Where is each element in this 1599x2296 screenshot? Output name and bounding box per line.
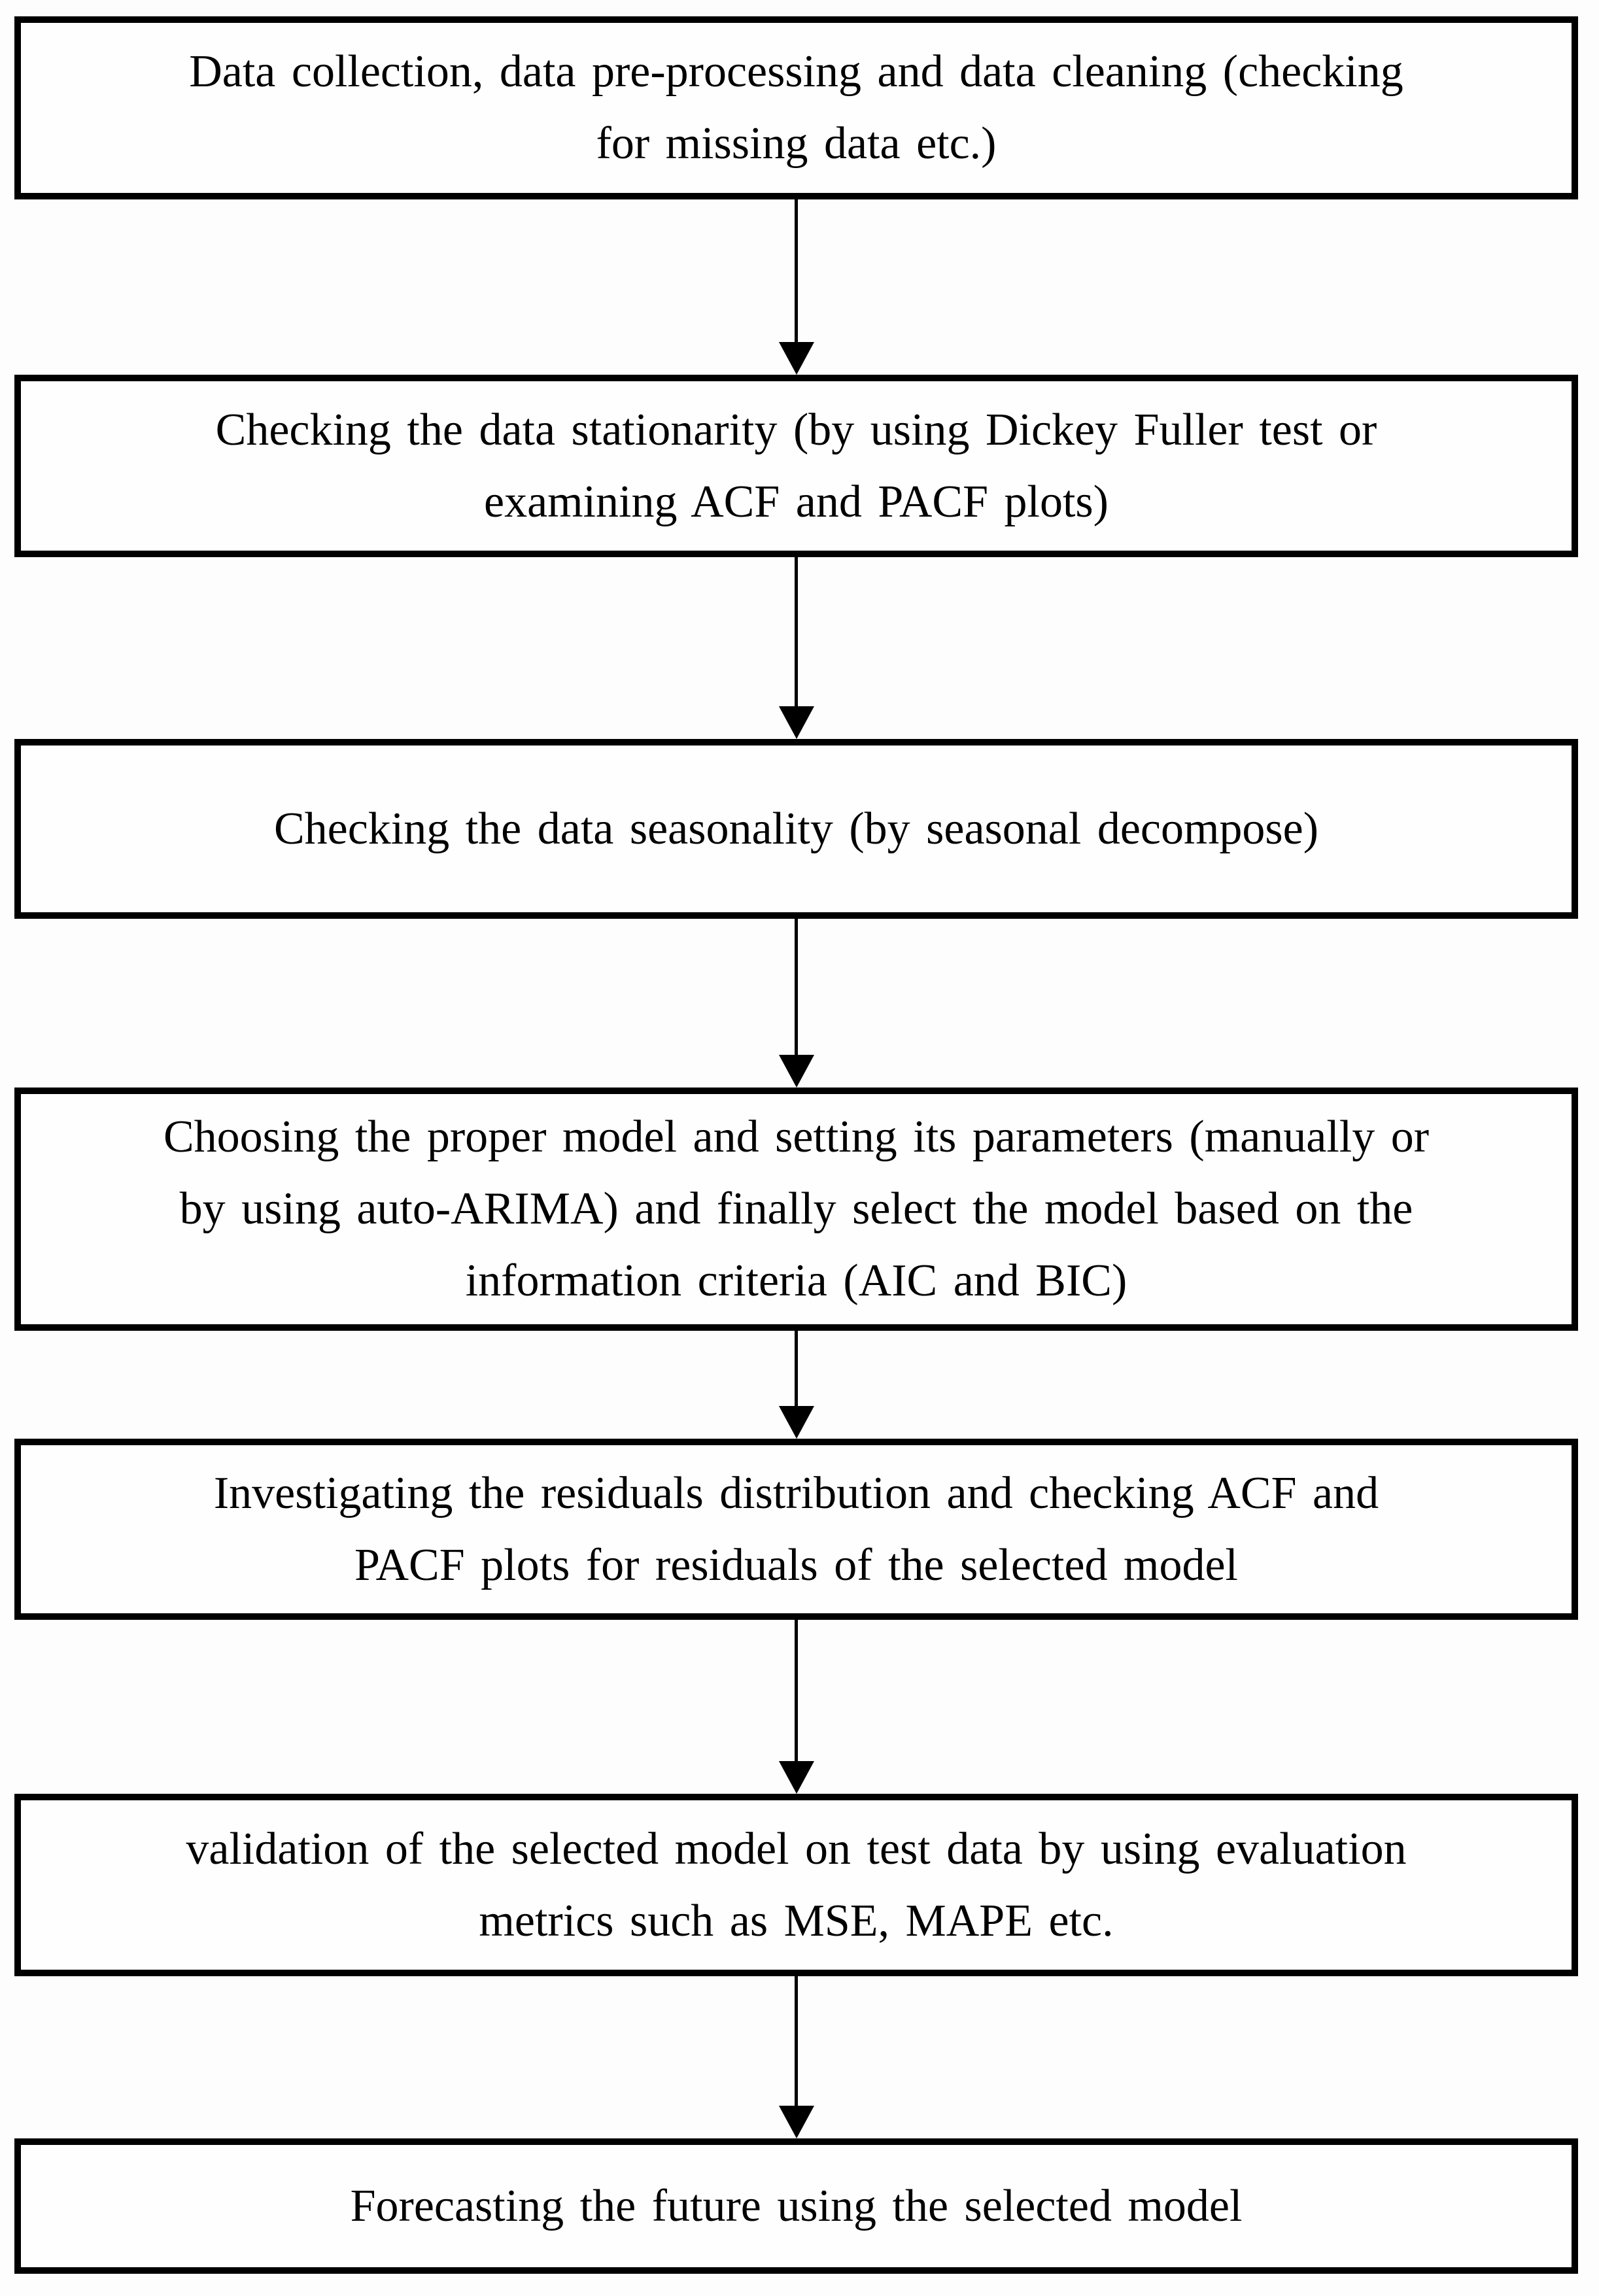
arrow-down-icon (778, 1761, 814, 1794)
flow-connector-5 (14, 1620, 1578, 1794)
arrow-down-icon (778, 1055, 814, 1088)
step-residuals-check-label: Investigating the residuals distribution… (213, 1467, 1379, 1590)
step-data-collection: Data collection, data pre-processing and… (14, 16, 1578, 199)
step-residuals-check: Investigating the residuals distribution… (14, 1439, 1578, 1620)
step-model-selection: Choosing the proper model and setting it… (14, 1088, 1578, 1331)
arrow-line (795, 1331, 798, 1409)
step-model-validation: validation of the selected model on test… (14, 1794, 1578, 1976)
arrow-down-icon (778, 1406, 814, 1439)
flow-connector-1 (14, 199, 1578, 375)
step-stationarity-check-label: Checking the data stationarity (by using… (215, 404, 1377, 527)
step-seasonality-check-label: Checking the data seasonality (by season… (273, 803, 1319, 854)
step-stationarity-check: Checking the data stationarity (by using… (14, 375, 1578, 557)
step-forecasting-label: Forecasting the future using the selecte… (350, 2180, 1243, 2231)
flow-connector-3 (14, 919, 1578, 1088)
arrow-line (795, 1620, 798, 1764)
arrow-down-icon (778, 2106, 814, 2138)
arrow-down-icon (778, 706, 814, 739)
step-model-validation-label: validation of the selected model on test… (186, 1823, 1407, 1946)
step-forecasting: Forecasting the future using the selecte… (14, 2138, 1578, 2274)
flow-connector-2 (14, 557, 1578, 739)
arrow-line (795, 919, 798, 1057)
arrow-down-icon (778, 342, 814, 375)
flow-connector-4 (14, 1331, 1578, 1439)
step-model-selection-label: Choosing the proper model and setting it… (163, 1112, 1430, 1306)
arrow-line (795, 1976, 798, 2108)
flow-connector-6 (14, 1976, 1578, 2138)
step-seasonality-check: Checking the data seasonality (by season… (14, 739, 1578, 919)
step-data-collection-label: Data collection, data pre-processing and… (189, 46, 1403, 169)
arrow-line (795, 199, 798, 345)
arrow-line (795, 557, 798, 709)
